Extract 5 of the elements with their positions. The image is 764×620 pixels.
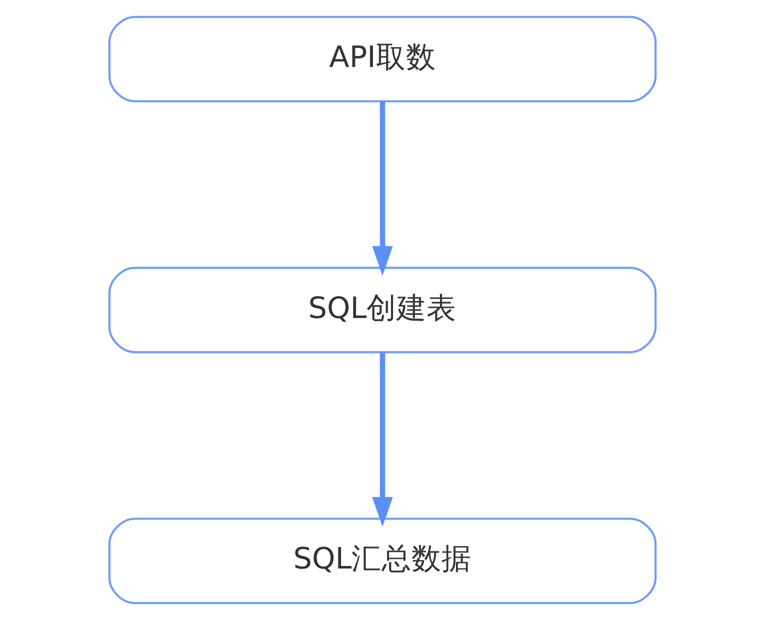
arrow [372,352,392,527]
node-box: API取数 [108,16,656,102]
arrow [372,101,392,276]
node-box: SQL汇总数据 [108,518,656,604]
node-box: SQL创建表 [108,266,656,354]
